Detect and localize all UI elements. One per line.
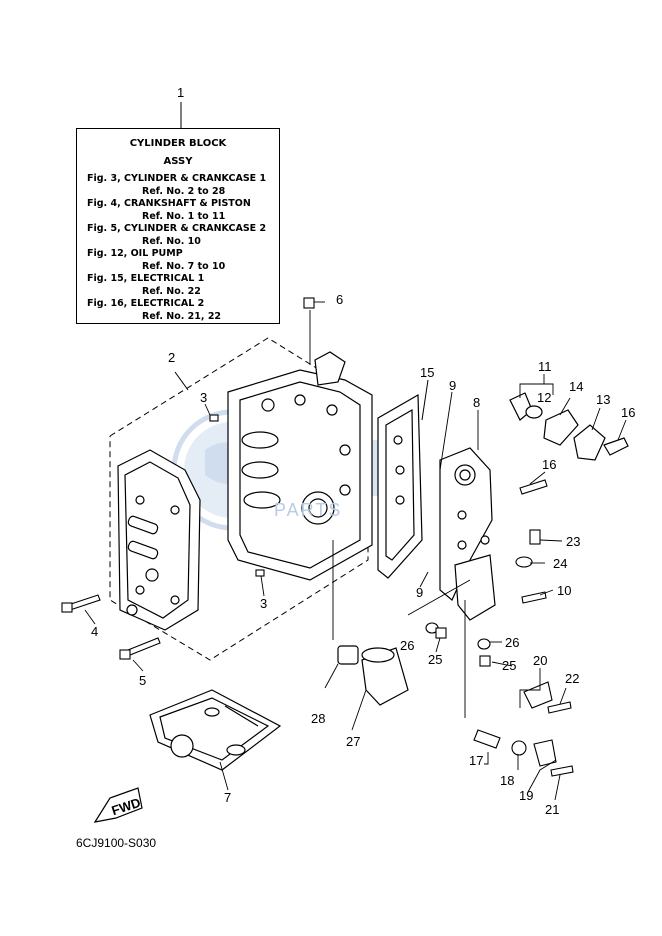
callout-5: 5	[139, 673, 146, 688]
callout-8: 8	[473, 395, 480, 410]
thermostat-parts	[509, 392, 629, 461]
oil-filter-part	[337, 645, 409, 706]
callout-26b: 26	[505, 635, 519, 650]
info-fig-4: Fig. 12, OIL PUMP	[87, 248, 183, 259]
callout-7: 7	[224, 790, 231, 805]
callout-12: 12	[537, 390, 551, 405]
info-fig-1: Fig. 3, CYLINDER & CRANKCASE 1	[87, 173, 267, 184]
gasket-part	[377, 393, 423, 579]
callout-9a: 9	[449, 378, 456, 393]
callout-17: 17	[469, 753, 483, 768]
info-title-1: CYLINDER BLOCK	[129, 138, 227, 149]
callout-24: 24	[553, 556, 567, 571]
callout-28: 28	[311, 711, 325, 726]
callout-14: 14	[569, 379, 583, 394]
diagram-code: 6CJ9100-S030	[76, 836, 157, 850]
callout-25b: 25	[502, 658, 516, 673]
info-fig-6: Fig. 16, ELECTRICAL 2	[87, 298, 205, 309]
cylinder-block-part	[227, 351, 373, 581]
callout-23: 23	[566, 534, 580, 549]
callout-numbers: 1 2 3 3 4 5 6 7 8 9 9 10 11 12 13 14 15 …	[91, 85, 635, 817]
info-ref-6: Ref. No. 21, 22	[142, 310, 222, 322]
callout-15: 15	[420, 365, 434, 380]
info-fig-3: Fig. 5, CYLINDER & CRANKCASE 2	[87, 223, 267, 234]
callout-18: 18	[500, 773, 514, 788]
callout-9b: 9	[416, 585, 423, 600]
callout-6: 6	[336, 292, 343, 307]
callout-11: 11	[538, 359, 552, 374]
info-ref-3: Ref. No. 10	[142, 235, 201, 247]
oil-pan-cover-part	[149, 689, 282, 771]
crankcase-part	[117, 449, 201, 631]
callout-27: 27	[346, 734, 360, 749]
callout-2: 2	[168, 350, 175, 365]
callout-1: 1	[177, 85, 184, 100]
callout-4: 4	[91, 624, 98, 639]
callout-16b: 16	[542, 457, 556, 472]
callout-3a: 3	[200, 390, 207, 405]
small-parts	[209, 414, 557, 767]
info-entries: Fig. 3, CYLINDER & CRANKCASE 1 Ref. No. …	[87, 173, 277, 323]
info-title-2: ASSY	[163, 156, 193, 167]
info-ref-5: Ref. No. 22	[142, 285, 201, 297]
info-ref-1: Ref. No. 2 to 28	[142, 185, 226, 197]
info-ref-4: Ref. No. 7 to 10	[142, 260, 226, 272]
callout-13: 13	[596, 392, 610, 407]
callout-25a: 25	[428, 652, 442, 667]
callout-26a: 26	[400, 638, 414, 653]
callout-20: 20	[533, 653, 547, 668]
oil-pump-housing-part	[439, 447, 496, 621]
callout-21: 21	[545, 802, 559, 817]
fwd-arrow-icon: FWD	[93, 787, 143, 823]
watermark-text: PARTS	[274, 500, 343, 520]
assembly-dashed-outline	[109, 337, 369, 661]
callout-10: 10	[557, 583, 571, 598]
callout-16a: 16	[621, 405, 635, 420]
info-fig-2: Fig. 4, CRANKSHAFT & PISTON	[87, 198, 251, 209]
callout-22: 22	[565, 671, 579, 686]
leader-lines	[84, 301, 627, 801]
callout-3b: 3	[260, 596, 267, 611]
callout-19: 19	[519, 788, 533, 803]
reference-info-box: CYLINDER BLOCK ASSY Fig. 3, CYLINDER & C…	[76, 128, 280, 324]
bolts	[61, 297, 574, 777]
info-fig-5: Fig. 15, ELECTRICAL 1	[87, 273, 205, 284]
info-ref-2: Ref. No. 1 to 11	[142, 210, 226, 222]
